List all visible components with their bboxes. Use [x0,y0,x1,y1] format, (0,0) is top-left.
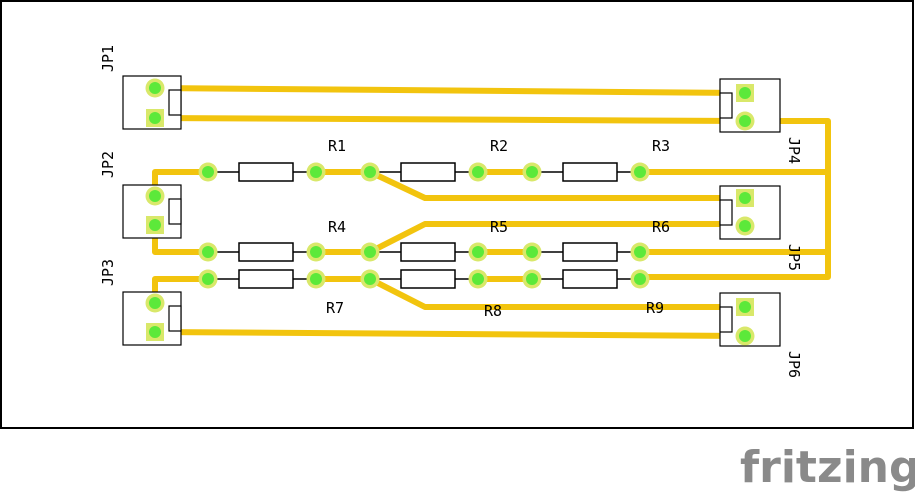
pad-jp6-pin2 [739,330,751,342]
connector-jp4-latch [719,92,733,119]
resistor-r8-body [400,269,456,289]
connector-jp6-latch [719,306,733,333]
trace-r7-jp6 [367,276,748,310]
trace-r4-jp5 [367,221,748,255]
resistor-r9-body [562,269,618,289]
connector-jp5-latch [719,199,733,226]
pad-r7-pin2 [310,273,322,285]
label-jp3: JP3 [99,259,117,286]
label-jp1: JP1 [99,45,117,72]
pad-r2-pin1 [364,166,376,178]
pad-r6-pin2 [634,246,646,258]
pad-r7-pin1 [202,273,214,285]
label-r5: R5 [490,218,508,236]
pad-r1-pin2 [310,166,322,178]
labels: R1 R2 R3 R4 R5 R6 R7 R8 R9 JP1 JP2 JP3 J… [99,45,803,378]
pad-r5-pin1 [364,246,376,258]
trace-r1-jp5 [367,169,748,201]
resistor-r1-body [238,162,294,182]
pad-r4-pin2 [310,246,322,258]
pad-r2-pin2 [472,166,484,178]
label-r9: R9 [646,299,664,317]
pad-r4-pin1 [202,246,214,258]
label-jp2: JP2 [99,151,117,178]
pad-r9-pin2 [634,273,646,285]
pad-jp4-pin2 [739,115,751,127]
pad-r3-pin1 [526,166,538,178]
pad-r8-pin2 [472,273,484,285]
pad-jp4-pin1 [739,87,751,99]
connector-jp1-latch [168,89,182,116]
pad-jp1-pin2 [149,112,161,124]
label-r4: R4 [328,218,346,236]
label-jp4: JP4 [785,137,803,164]
pad-jp6-pin1 [739,301,751,313]
trace-jp3-jp6 [152,329,748,339]
pad-jp2-pin1 [149,190,161,202]
pad-jp3-pin1 [149,297,161,309]
pad-r5-pin2 [472,246,484,258]
label-r2: R2 [490,137,508,155]
label-r6: R6 [652,218,670,236]
resistor-r6-body [562,242,618,262]
pad-jp2-pin2 [149,219,161,231]
label-jp6: JP6 [785,351,803,378]
trace-right-bus [637,118,831,280]
pad-jp1-pin1 [149,82,161,94]
label-r1: R1 [328,137,346,155]
resistor-r5-body [400,242,456,262]
label-jp5: JP5 [785,244,803,271]
resistor-r7-body [238,269,294,289]
pad-r3-pin2 [634,166,646,178]
trace-jp1-jp4-top [152,85,748,96]
connector-jp3-latch [168,305,182,332]
pad-r6-pin1 [526,246,538,258]
pad-r9-pin1 [526,273,538,285]
pad-jp3-pin2 [149,326,161,338]
resistors [208,162,640,289]
label-r7: R7 [326,299,344,317]
resistor-r4-body [238,242,294,262]
resistor-r2-body [400,162,456,182]
pad-r8-pin1 [364,273,376,285]
pad-jp5-pin2 [739,220,751,232]
label-r3: R3 [652,137,670,155]
trace-jp1-jp4-bottom [152,115,748,124]
label-r8: R8 [484,302,502,320]
resistor-r3-body [562,162,618,182]
pads [145,78,755,346]
pad-jp5-pin1 [739,192,751,204]
pad-r1-pin1 [202,166,214,178]
connector-jp2-latch [168,198,182,225]
fritzing-logo: fritzing [740,442,915,493]
